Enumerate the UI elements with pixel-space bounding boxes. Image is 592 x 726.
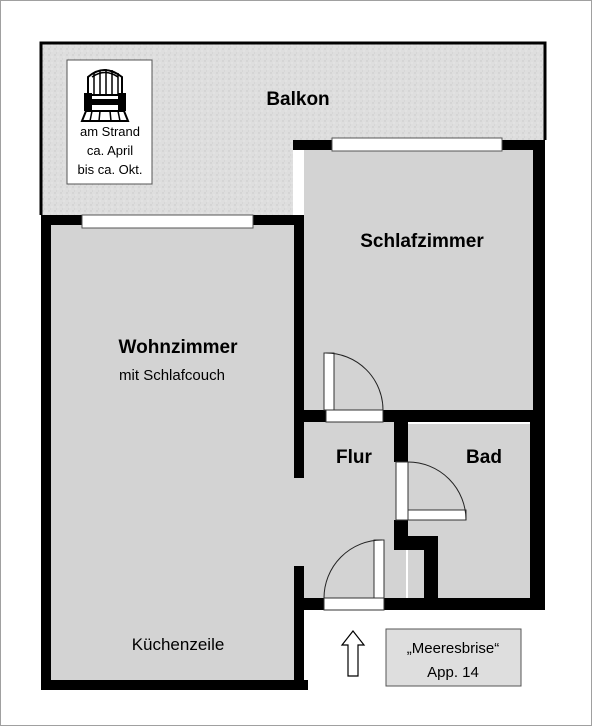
balkon-label: Balkon (266, 89, 329, 110)
arrow-up-icon (340, 630, 366, 677)
window-schlafzimmer (331, 137, 503, 152)
window-wohnzimmer (81, 214, 254, 229)
wohnzimmer-sublabel: mit Schlafcouch (119, 367, 225, 384)
beach-chair-icon (80, 69, 130, 122)
wohnzimmer-floor (50, 224, 294, 680)
door-schlafzimmer (323, 352, 384, 423)
balkon-area (41, 43, 545, 215)
door-entry (323, 539, 385, 611)
bad-label: Bad (466, 447, 502, 468)
apartment-name: „Meeresbrise“ (407, 640, 500, 657)
wohnzimmer-label: Wohnzimmer (119, 337, 239, 358)
schlafzimmer-floor (304, 150, 534, 412)
flur-label: Flur (336, 447, 372, 468)
kuechenzeile-label: Küchenzeile (132, 635, 225, 654)
beach-chair-note: am Strand ca. April bis ca. Okt. (66, 59, 153, 185)
beach-note-line-1: am Strand (80, 124, 140, 139)
apartment-label-box: „Meeresbrise“ App. 14 (385, 628, 522, 687)
apartment-number: App. 14 (427, 664, 479, 681)
door-bad (395, 461, 467, 521)
balkon-railing (39, 41, 547, 215)
flur-floor (294, 420, 406, 602)
schlafzimmer-label: Schlafzimmer (360, 231, 484, 252)
beach-note-line-3: bis ca. Okt. (77, 162, 142, 177)
beach-note-line-2: ca. April (87, 143, 133, 158)
